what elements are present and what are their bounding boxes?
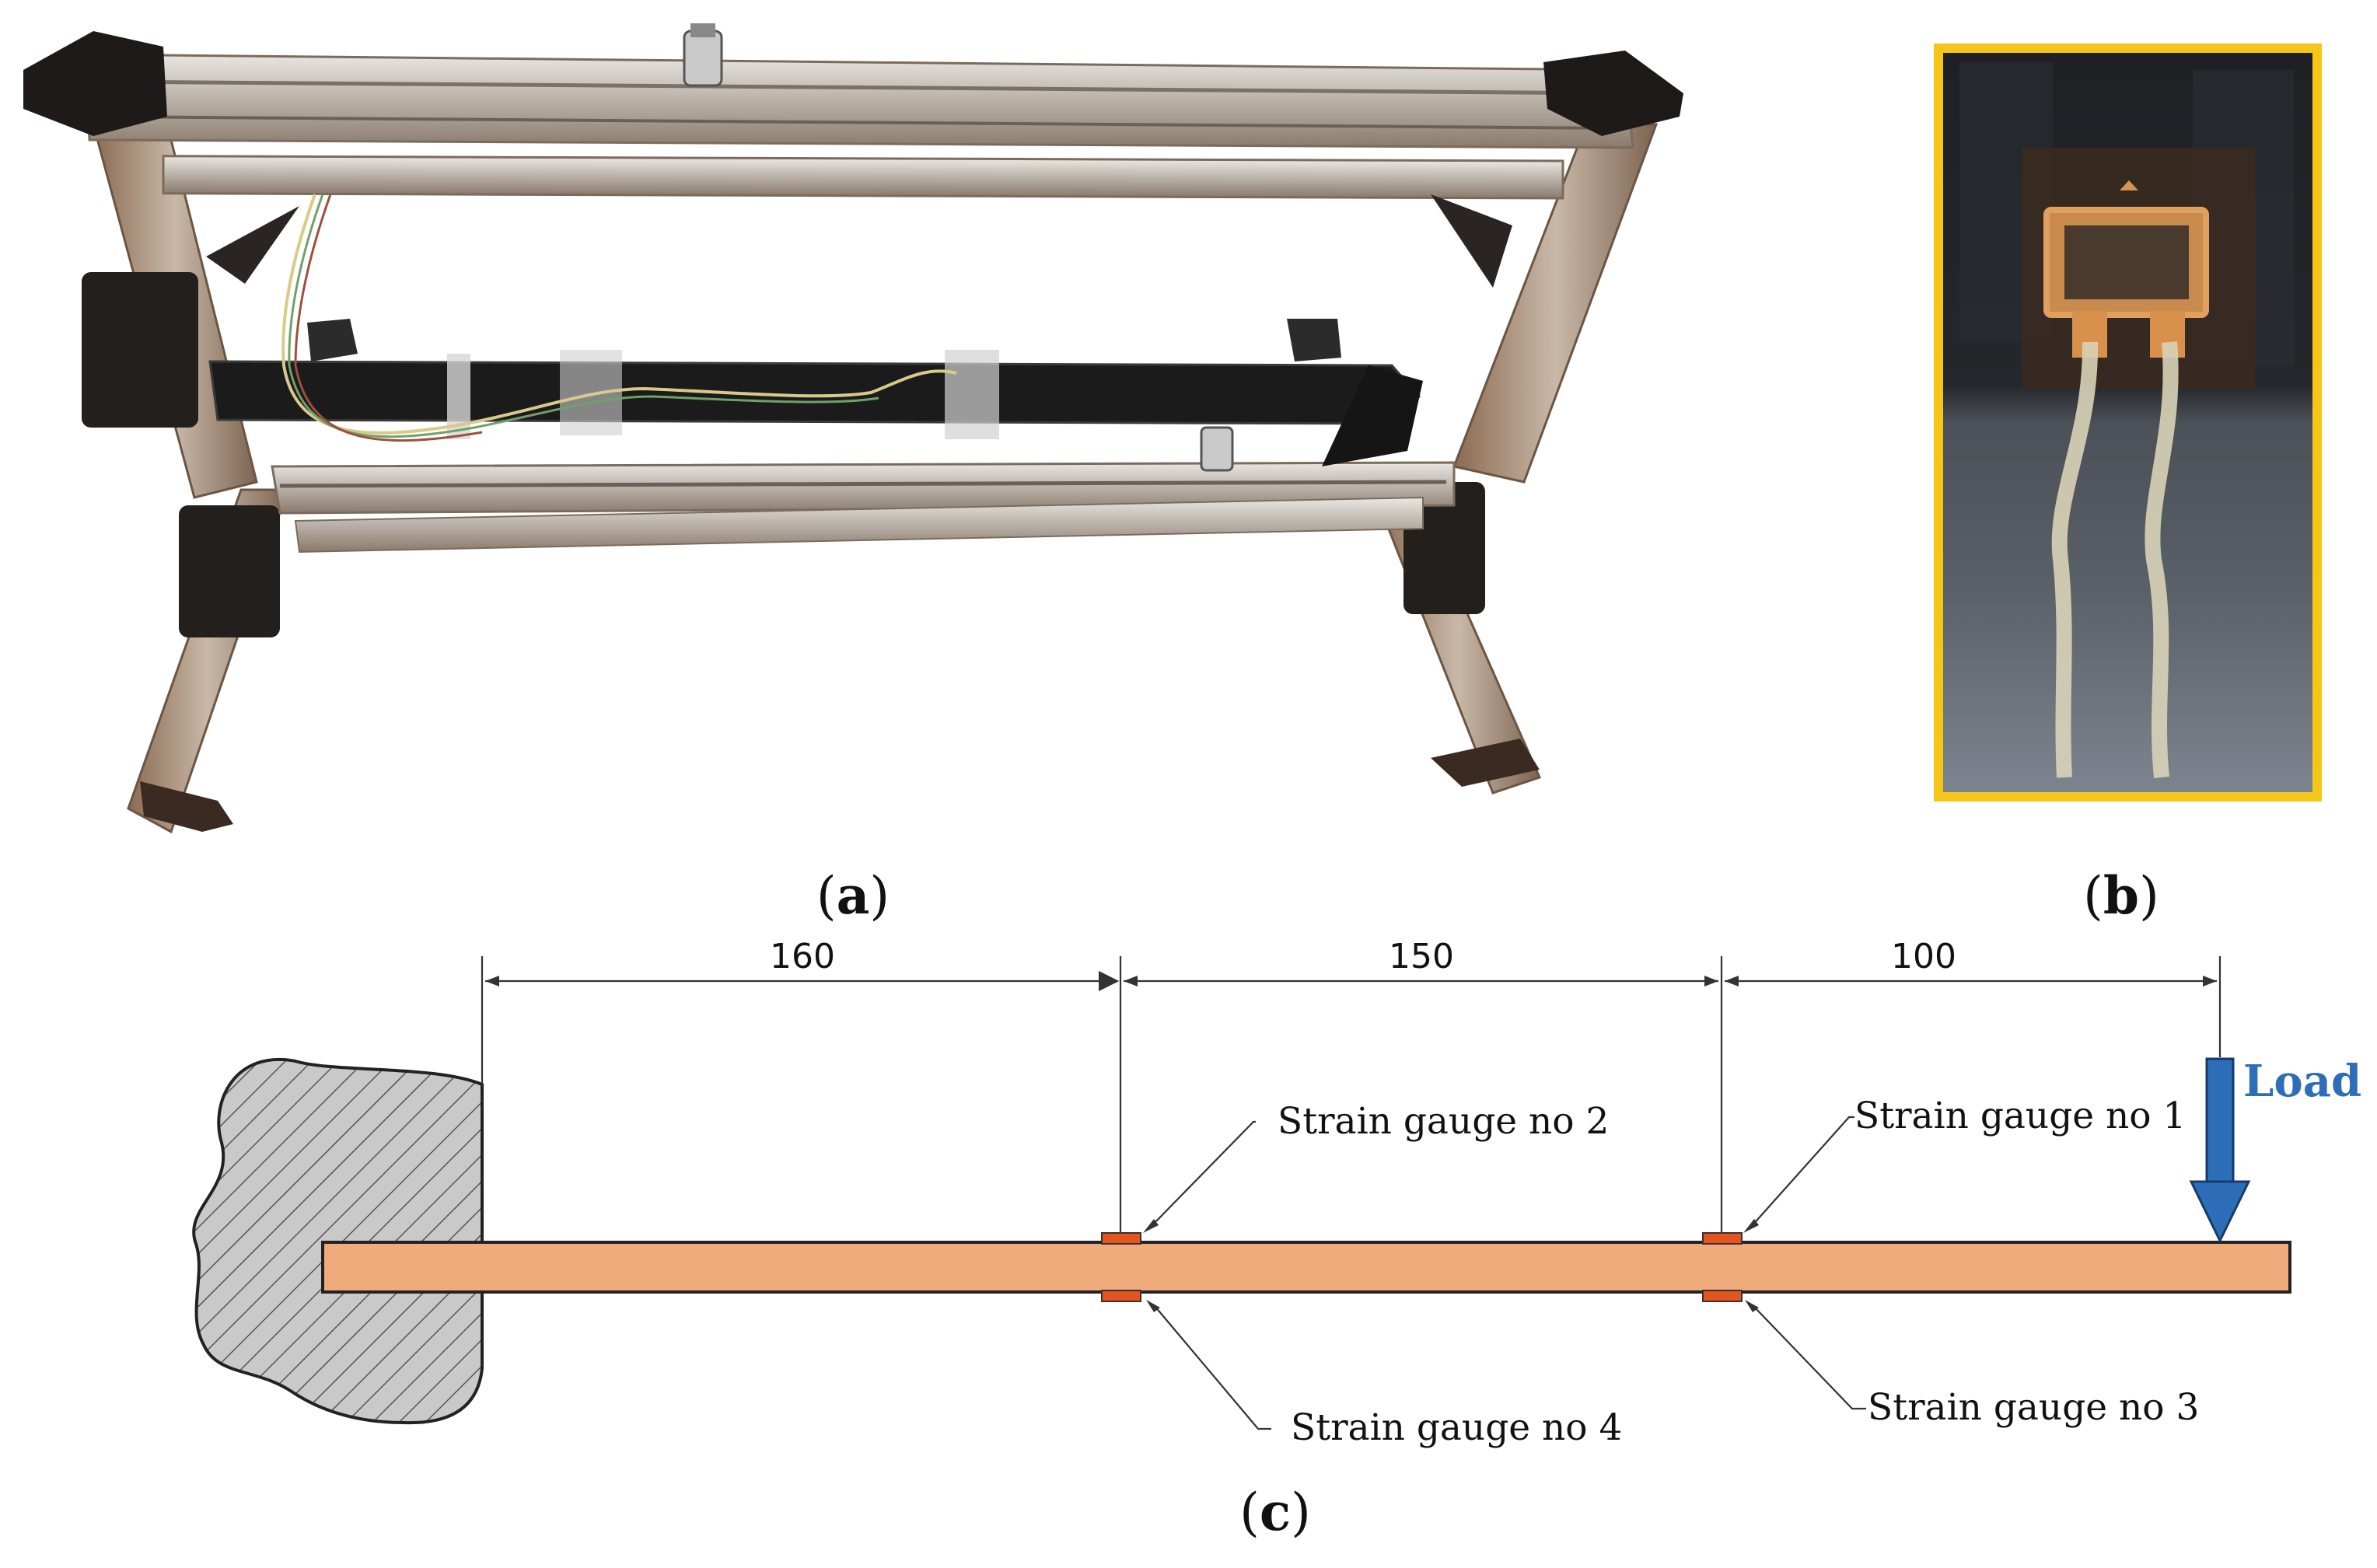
- beam: [321, 1241, 2291, 1294]
- strain-gauge-2: [1101, 1232, 1141, 1245]
- strain-gauge-1: [1702, 1232, 1743, 1245]
- strain-gauge-2-label: Strain gauge no 2: [1278, 1100, 1609, 1143]
- strain-gauge-photo: [1934, 44, 2322, 801]
- cantilever-diagram: 160 150 100 Strain gauge no 2 Strain gau…: [192, 937, 2361, 1449]
- test-rig-photo: [23, 23, 1683, 834]
- highlight-frame: [1934, 44, 2322, 801]
- panel-c-caption: (c): [1239, 1482, 1311, 1542]
- load-arrow: [2189, 1057, 2251, 1244]
- strain-gauge-4-label: Strain gauge no 4: [1291, 1406, 1622, 1449]
- dimension-label-150: 150: [1389, 937, 1454, 976]
- load-label: Load: [2243, 1056, 2361, 1107]
- panel-a-caption: (a): [816, 865, 890, 926]
- dimension-line-160: [485, 970, 1120, 992]
- dimension-label-100: 100: [1891, 937, 1956, 976]
- dimension-label-160: 160: [770, 937, 835, 976]
- strain-gauge-3: [1702, 1290, 1743, 1302]
- strain-gauge-4: [1101, 1290, 1141, 1302]
- strain-gauge-1-label: Strain gauge no 1: [1854, 1095, 2186, 1137]
- dimension-line-150: [1124, 976, 1718, 987]
- panel-b-caption: (b): [2083, 865, 2159, 926]
- strain-gauge-3-label: Strain gauge no 3: [1868, 1386, 2199, 1429]
- dimension-line-100: [1725, 976, 2217, 987]
